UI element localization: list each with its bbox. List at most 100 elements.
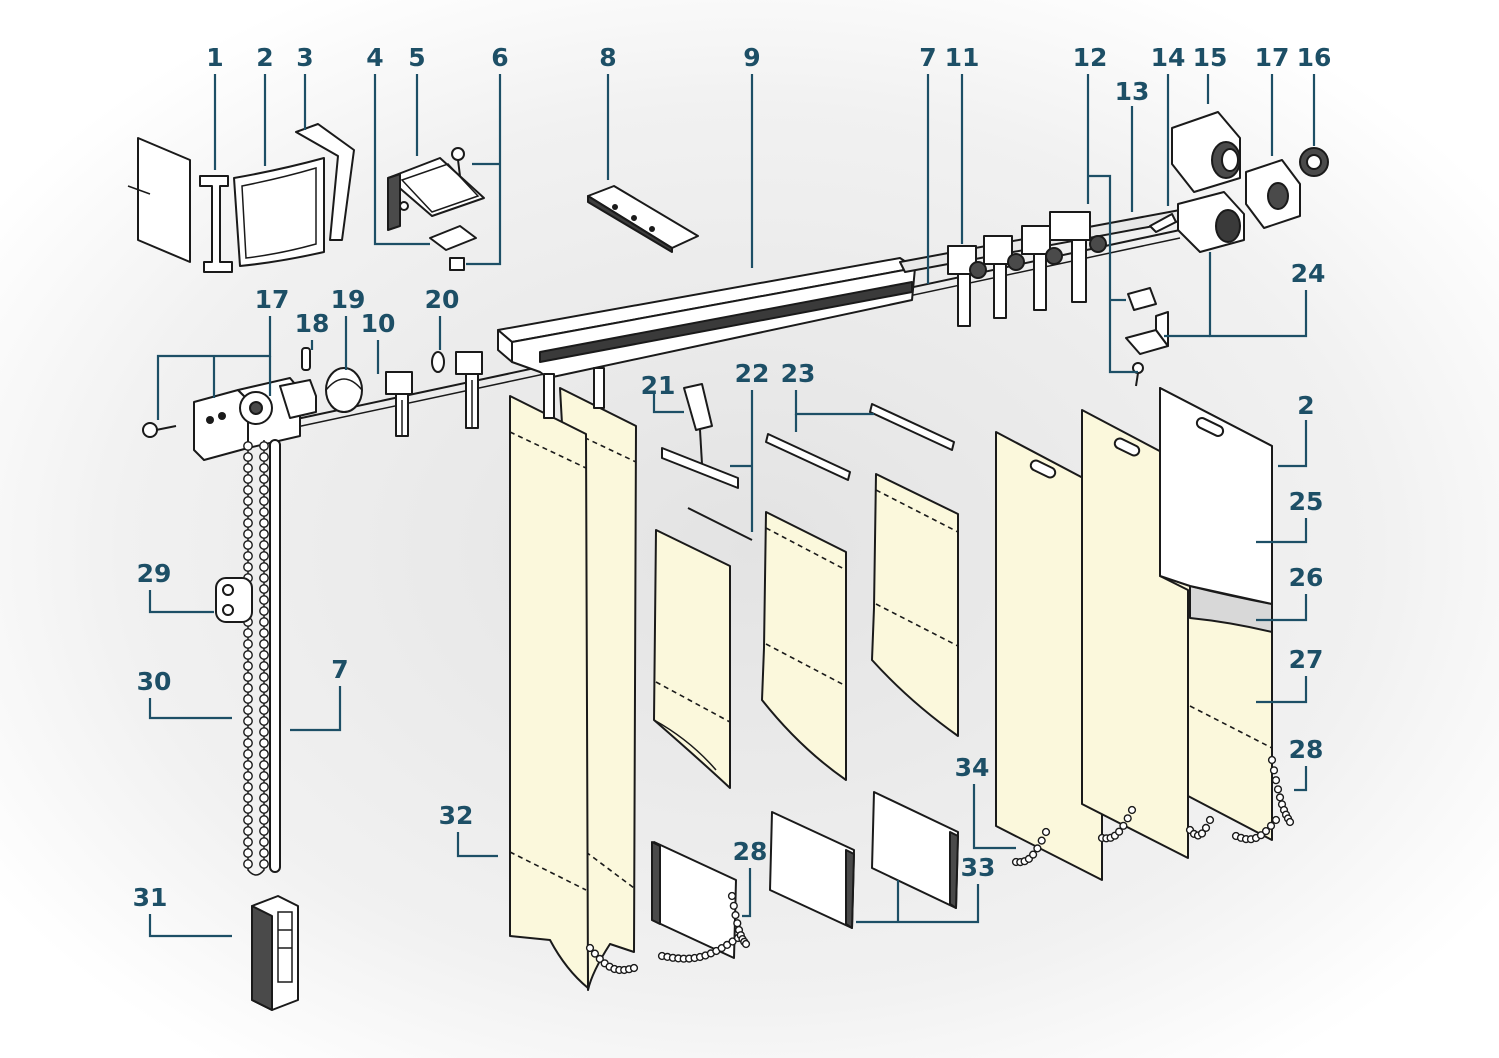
chain-bead bbox=[243, 793, 253, 803]
chain-bead bbox=[243, 716, 253, 726]
chain-bead bbox=[243, 826, 253, 836]
callout-23: 23 bbox=[781, 359, 816, 388]
chain-bead bbox=[243, 859, 253, 869]
chain-bead bbox=[1275, 793, 1285, 802]
callout-3: 3 bbox=[296, 43, 313, 72]
chain-bead bbox=[259, 661, 269, 671]
chain-bead bbox=[1285, 817, 1295, 827]
chain-bead bbox=[259, 683, 269, 693]
chain-bead bbox=[1269, 766, 1279, 775]
right-end-parts bbox=[1125, 111, 1329, 387]
chain-bead bbox=[259, 771, 269, 781]
chain-bead bbox=[243, 694, 253, 704]
chain-bead bbox=[259, 507, 269, 517]
slat-32-pair bbox=[509, 367, 637, 991]
chain-bead bbox=[243, 551, 253, 561]
chain-bead bbox=[243, 463, 253, 473]
callout-15: 15 bbox=[1193, 43, 1228, 72]
callout-1: 1 bbox=[206, 43, 223, 72]
chain-bead bbox=[259, 826, 269, 836]
chain-bead bbox=[259, 738, 269, 748]
chain-bead bbox=[243, 738, 253, 748]
chain-bead bbox=[733, 919, 742, 928]
chain-bead bbox=[243, 749, 253, 759]
chain-bead bbox=[243, 507, 253, 517]
chain-bead bbox=[259, 606, 269, 616]
chain-bead bbox=[259, 551, 269, 561]
chain-bead bbox=[243, 848, 253, 858]
chain-bead bbox=[243, 562, 253, 572]
callout-7-bottom: 7 bbox=[331, 655, 348, 684]
chain-bead bbox=[243, 705, 253, 715]
chain-bead bbox=[243, 683, 253, 693]
chain-bead bbox=[243, 815, 253, 825]
chain-bead bbox=[243, 760, 253, 770]
chain-bead bbox=[1127, 805, 1137, 815]
callout-17-right: 17 bbox=[1255, 43, 1290, 72]
chain-bead bbox=[259, 452, 269, 462]
chain-bead bbox=[1033, 844, 1042, 853]
callout-33: 33 bbox=[961, 853, 996, 882]
chain-bead bbox=[259, 529, 269, 539]
chain-bead bbox=[243, 628, 253, 638]
chain-bead bbox=[1267, 755, 1277, 765]
chain-bead bbox=[729, 901, 738, 910]
chain-bead bbox=[731, 910, 740, 920]
headrail-profile bbox=[497, 257, 916, 379]
chain-bead bbox=[243, 672, 253, 682]
callout-28-bottom: 28 bbox=[733, 837, 768, 866]
chain-bead bbox=[259, 804, 269, 814]
chain-bead bbox=[259, 815, 269, 825]
chain-bead bbox=[259, 694, 269, 704]
callout-6: 6 bbox=[491, 43, 508, 72]
callout-12: 12 bbox=[1073, 43, 1108, 72]
fabric-slat-mid-2 bbox=[871, 473, 959, 737]
fabric-slat-short bbox=[653, 529, 731, 789]
chain-connector bbox=[215, 577, 253, 623]
chain-bead bbox=[259, 793, 269, 803]
chain-bead bbox=[243, 727, 253, 737]
end-cap-parts bbox=[127, 123, 355, 273]
chain-bead bbox=[1205, 815, 1215, 825]
chain-bead bbox=[1273, 785, 1283, 794]
chain-bead bbox=[741, 939, 751, 949]
callout-31: 31 bbox=[133, 883, 168, 912]
chain-bead bbox=[243, 485, 253, 495]
chain-bead bbox=[1028, 850, 1038, 859]
chain-bead bbox=[243, 804, 253, 814]
chain-bead bbox=[1261, 826, 1271, 836]
fabric-slat-mid bbox=[761, 511, 847, 781]
chain-bead bbox=[259, 760, 269, 770]
chain-bead bbox=[259, 837, 269, 847]
chain-bead bbox=[585, 943, 595, 953]
chain-bead bbox=[243, 529, 253, 539]
chain-bead bbox=[243, 661, 253, 671]
callout-10: 10 bbox=[361, 309, 396, 338]
chain-bead bbox=[259, 628, 269, 638]
callout-25: 25 bbox=[1289, 487, 1324, 516]
callout-34: 34 bbox=[955, 753, 990, 782]
chain-bead bbox=[243, 771, 253, 781]
control-head bbox=[142, 377, 317, 461]
chain-bead bbox=[259, 485, 269, 495]
chain-bead bbox=[629, 963, 639, 973]
chain-bead bbox=[259, 672, 269, 682]
chain-bead bbox=[1266, 821, 1276, 830]
chain-bead bbox=[595, 954, 604, 964]
callout-17-left: 17 bbox=[255, 285, 290, 314]
chain-weight bbox=[251, 895, 299, 1011]
callout-20: 20 bbox=[425, 285, 460, 314]
chain-bead bbox=[243, 639, 253, 649]
chain-bead bbox=[243, 650, 253, 660]
chain-bead bbox=[243, 474, 253, 484]
callout-22: 22 bbox=[735, 359, 770, 388]
bottom-weights bbox=[651, 791, 959, 959]
chain-bead bbox=[1123, 814, 1132, 823]
callout-26: 26 bbox=[1289, 563, 1324, 592]
callout-24: 24 bbox=[1291, 259, 1326, 288]
chain-bead bbox=[590, 949, 600, 958]
callout-32: 32 bbox=[439, 801, 474, 830]
chain-bead bbox=[259, 848, 269, 858]
chain-bead bbox=[259, 859, 269, 869]
